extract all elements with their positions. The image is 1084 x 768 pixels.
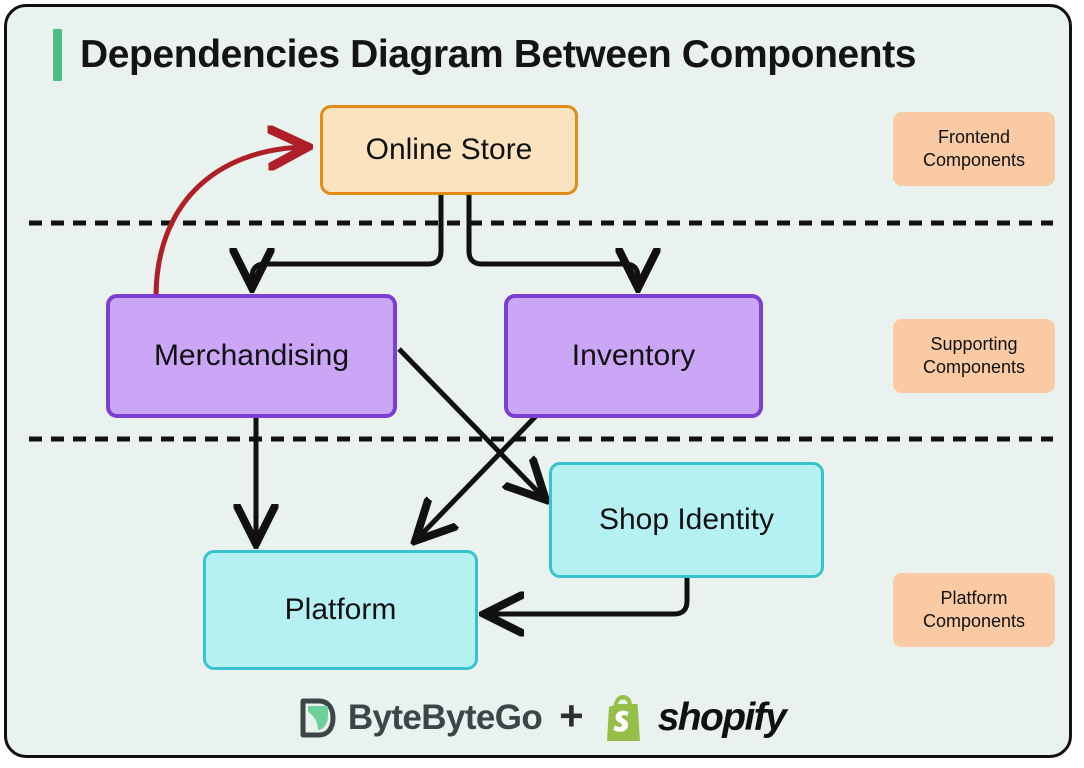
diagram-card: Dependencies Diagram Between Components: [4, 4, 1072, 758]
legend-platform-line2: Components: [922, 611, 1026, 631]
node-online-store-label: Online Store: [365, 133, 533, 166]
edge-online-store-to-merchandising: [252, 195, 444, 284]
legend-badge-supporting: Supporting Components: [893, 319, 1055, 393]
shopify-wordmark: shopify: [657, 696, 787, 739]
node-inventory-label: Inventory: [571, 339, 696, 372]
node-inventory[interactable]: Inventory: [504, 294, 763, 418]
page-title: Dependencies Diagram Between Components: [53, 29, 917, 81]
edge-merchandising-to-online-store: [153, 147, 304, 300]
node-online-store[interactable]: Online Store: [320, 105, 578, 195]
legend-frontend-line2: Components: [922, 150, 1026, 170]
node-merchandising[interactable]: Merchandising: [106, 294, 397, 418]
node-merchandising-label: Merchandising: [153, 339, 350, 372]
legend-frontend-line1: Frontend: [937, 126, 1011, 147]
node-shop-identity-label: Shop Identity: [598, 503, 775, 536]
legend-supporting-line1: Supporting: [930, 333, 1018, 354]
bytebytego-brand: ByteByteGo: [297, 697, 543, 739]
node-shop-identity[interactable]: Shop Identity: [549, 462, 824, 578]
edge-shop-identity-to-platform: [488, 578, 690, 614]
legend-platform-line1: Platform: [940, 587, 1008, 608]
node-platform[interactable]: Platform: [203, 550, 478, 670]
node-platform-label: Platform: [284, 593, 397, 626]
legend-supporting-line2: Components: [922, 357, 1026, 377]
shopify-brand: shopify: [601, 693, 787, 743]
page-title-text: Dependencies Diagram Between Components: [80, 33, 917, 76]
legend-badge-frontend: Frontend Components: [893, 112, 1055, 186]
diagram-edges-layer: [29, 7, 1053, 758]
bytebytego-logo-icon: [300, 698, 336, 738]
plus-separator: +: [559, 692, 584, 739]
shopify-logo-icon: [606, 695, 640, 741]
bytebytego-wordmark: ByteByteGo: [347, 698, 543, 737]
edge-online-store-to-inventory: [466, 195, 638, 284]
legend-badge-platform: Platform Components: [893, 573, 1055, 647]
edge-inventory-to-platform: [418, 414, 538, 538]
footer-branding: ByteByteGo + shopify: [7, 692, 1069, 743]
title-accent-bar: [53, 29, 62, 81]
edge-merchandising-to-shop-identity: [397, 347, 543, 497]
